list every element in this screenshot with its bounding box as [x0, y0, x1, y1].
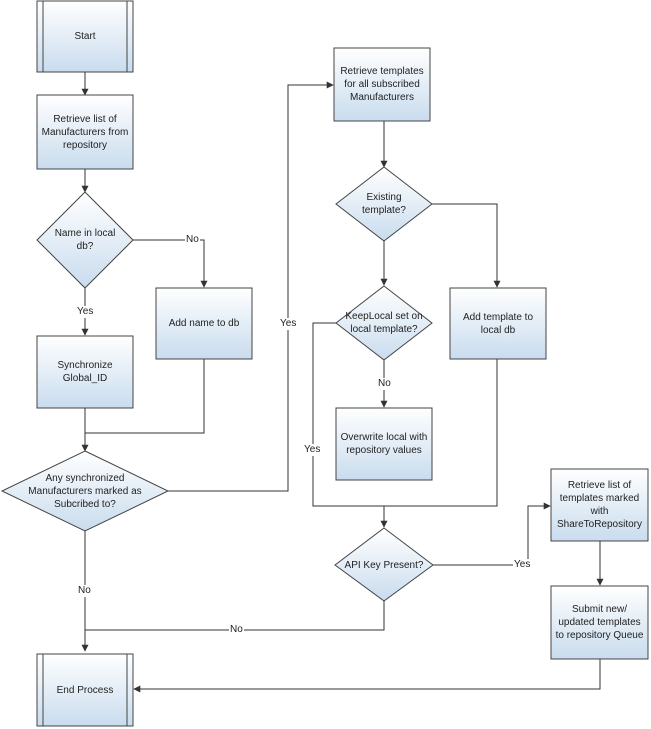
- edge-label-yes-api: Yes: [513, 559, 532, 571]
- edge-label-yes-name: Yes: [76, 306, 95, 318]
- start-terminal: [36, 0, 134, 73]
- edge-label-no-subscribed: No: [77, 585, 92, 597]
- retrieve-share-box: [550, 468, 649, 542]
- add-template-box: [449, 287, 547, 360]
- retrieve-manufacturers-box: [36, 94, 134, 170]
- retrieve-templates-box: [333, 47, 431, 122]
- end-terminal: [36, 653, 134, 727]
- edge-submit-end: [133, 659, 601, 693]
- submit-templates-box: [550, 585, 649, 660]
- edge-api-no-merge-end: [85, 601, 385, 631]
- add-name-box: [155, 287, 253, 360]
- any-subscribed-decision: [0, 450, 170, 532]
- edge-label-yes-keeplocal: Yes: [303, 444, 322, 456]
- edge-label-no-keeplocal: No: [377, 378, 392, 390]
- edge-name-no-add: [133, 239, 208, 288]
- api-key-decision: [334, 527, 434, 602]
- edge-any-yes-retrieve-templates: [168, 81, 334, 492]
- name-in-db-decision: [36, 191, 134, 289]
- edge-keeplocal-yes-merge: [312, 322, 384, 507]
- edge-api-yes-retrieve-share: [433, 502, 551, 566]
- edge-add-template-merge: [384, 359, 498, 507]
- connectors: [81, 72, 604, 693]
- keeplocal-decision: [335, 285, 433, 361]
- edge-label-no-api: No: [229, 624, 244, 636]
- edge-label-no-name: No: [185, 234, 200, 246]
- existing-template-decision: [335, 166, 433, 242]
- synchronize-box: [36, 335, 134, 409]
- edge-add-merge: [85, 359, 205, 434]
- edge-label-yes-subscribed: Yes: [279, 318, 298, 330]
- overwrite-local-box: [335, 407, 433, 481]
- edge-existing-add-template: [432, 203, 501, 288]
